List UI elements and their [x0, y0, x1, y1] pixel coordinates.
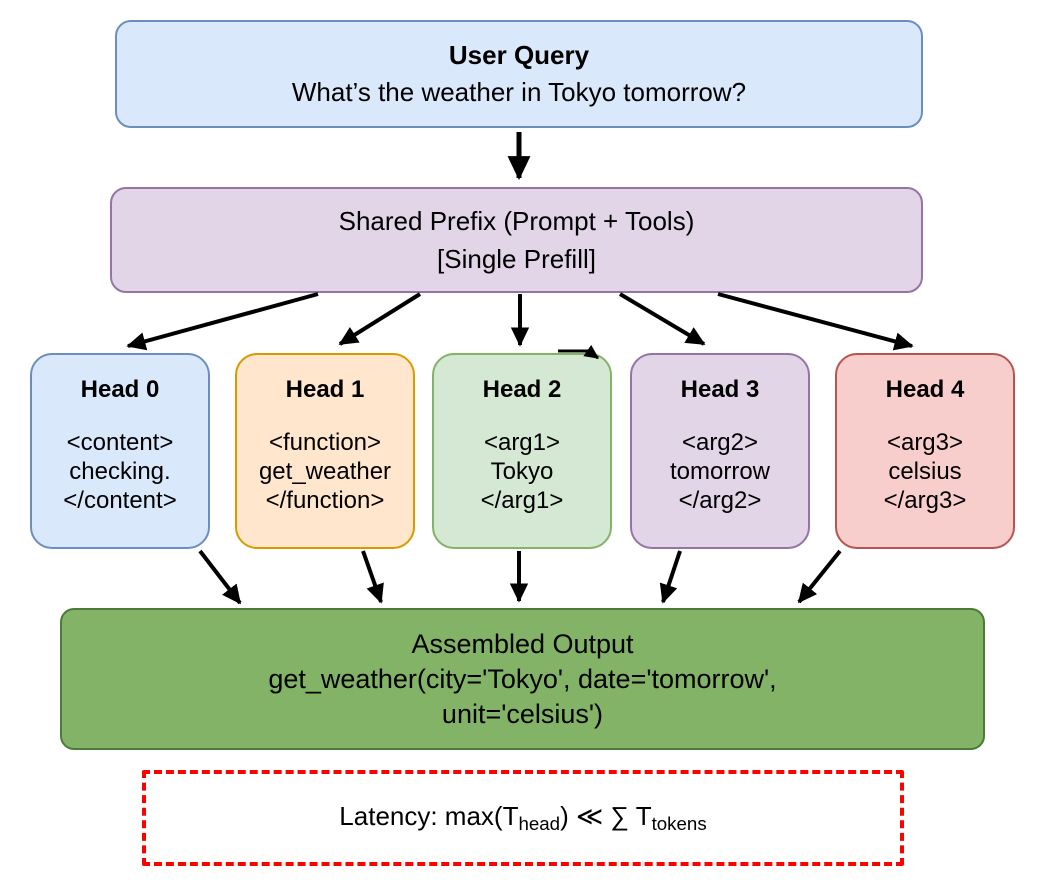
shared-prefix-line1: Shared Prefix (Prompt + Tools): [338, 206, 695, 236]
head-2-line: Tokyo: [490, 458, 554, 485]
arrow-prefix-to-head-3: [618, 292, 706, 346]
head-2-line: <arg1>: [483, 429, 561, 456]
arrow-head-1-to-output: [361, 550, 384, 604]
head-3-line: tomorrow: [669, 458, 771, 485]
head-1-box: Head 1 <function> get_weather </function…: [235, 353, 415, 549]
head-2-title: Head 2: [482, 376, 562, 403]
assembled-output-box: Assembled Output get_weather(city='Tokyo…: [60, 608, 985, 750]
head-3-box: Head 3 <arg2> tomorrow </arg2>: [630, 353, 810, 549]
head-4-line: <arg3>: [886, 429, 964, 456]
head-1-title: Head 1: [285, 376, 365, 403]
head-4-box: Head 4 <arg3> celsius </arg3>: [835, 353, 1015, 549]
head-3-line: </arg2>: [678, 487, 762, 514]
shared-prefix-line2: [Single Prefill]: [437, 244, 596, 274]
head-0-box: Head 0 <content> checking. </content>: [30, 353, 210, 549]
latency-formula-middle: ) ≪ ∑ T: [560, 800, 652, 831]
arrow-head-4-to-output: [797, 549, 842, 604]
head-4-title: Head 4: [885, 376, 965, 403]
user-query-box: User Query What’s the weather in Tokyo t…: [115, 20, 923, 128]
latency-sub-tokens: tokens: [651, 813, 707, 835]
latency-formula-label: Latency: max(T: [339, 800, 519, 831]
head-1-line: </function>: [265, 487, 385, 514]
shared-prefix-box: Shared Prefix (Prompt + Tools) [Single P…: [110, 187, 923, 293]
arrow-prefix-to-head-1: [338, 292, 422, 346]
head-1-line: get_weather: [258, 458, 392, 485]
head-2-line: </arg1>: [480, 487, 564, 514]
assembled-output-call-line1: get_weather(city='Tokyo', date='tomorrow…: [268, 663, 777, 694]
latency-sub-head: head: [518, 813, 561, 835]
head-4-line: celsius: [888, 458, 962, 485]
head-4-line: </arg3>: [883, 487, 967, 514]
head-0-line: </content>: [63, 487, 177, 514]
latency-note-box: Latency: max(Thead) ≪ ∑ Ttokens: [142, 770, 904, 866]
assembled-output-title: Assembled Output: [411, 628, 634, 659]
head-1-line: <function>: [268, 429, 382, 456]
user-query-text: What’s the weather in Tokyo tomorrow?: [291, 77, 747, 107]
head-0-line: checking.: [69, 458, 171, 485]
head-0-title: Head 0: [80, 376, 160, 403]
assembled-output-call-line2: unit='celsius'): [441, 698, 604, 729]
head-3-title: Head 3: [680, 376, 760, 403]
head-0-line: <content>: [66, 429, 174, 456]
user-query-title: User Query: [448, 40, 590, 70]
latency-formula: Latency: max(Thead) ≪ ∑ Ttokens: [339, 801, 706, 835]
arrow-prefix-to-head-4: [717, 292, 914, 351]
arrow-head-3-to-output: [659, 550, 682, 604]
arrow-head-0-to-output: [198, 549, 242, 605]
head-3-line: <arg2>: [681, 429, 759, 456]
arrow-prefix-to-head-0: [126, 292, 319, 351]
head-2-box: Head 2 <arg1> Tokyo </arg1>: [432, 353, 612, 549]
